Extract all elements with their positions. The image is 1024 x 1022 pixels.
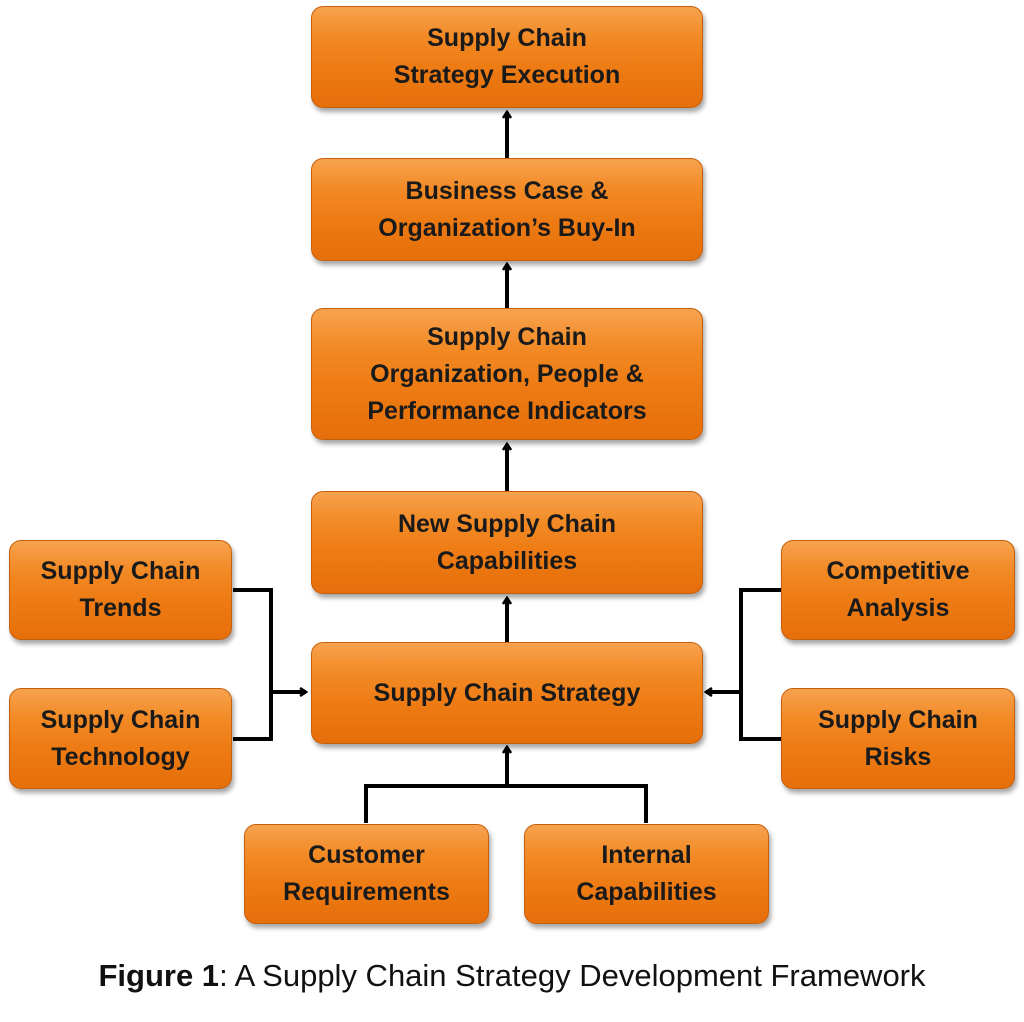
box-strategy-execution: Supply Chain Strategy Execution: [311, 6, 703, 108]
box-new-capabilities: New Supply Chain Capabilities: [311, 491, 703, 594]
figure-caption: Figure 1: A Supply Chain Strategy Develo…: [0, 958, 1024, 994]
connector-left-bracket: [233, 588, 273, 741]
box-customer-requirements: Customer Requirements: [244, 824, 489, 924]
box-supply-chain-technology-label: Supply Chain Technology: [40, 705, 201, 771]
box-supply-chain-risks: Supply Chain Risks: [781, 688, 1015, 789]
box-supply-chain-trends-label: Supply Chain Trends: [40, 557, 201, 622]
box-organization-people: Supply Chain Organization, People & Perf…: [311, 308, 703, 440]
box-organization-people-label: Supply Chain Organization, People & Perf…: [367, 322, 647, 425]
box-supply-chain-trends: Supply Chain Trends: [9, 540, 232, 640]
box-business-case: Business Case & Organization’s Buy-In: [311, 158, 703, 261]
box-internal-capabilities-label: Internal Capabilities: [576, 841, 717, 906]
box-customer-requirements-label: Customer Requirements: [283, 841, 450, 906]
connector-bottom-bracket: [364, 784, 648, 823]
box-supply-chain-risks-label: Supply Chain Risks: [818, 705, 978, 771]
box-internal-capabilities: Internal Capabilities: [524, 824, 769, 924]
box-strategy-execution-label: Supply Chain Strategy Execution: [393, 24, 621, 89]
connector-right-bracket: [739, 588, 781, 741]
figure-caption-text: : A Supply Chain Strategy Development Fr…: [219, 958, 926, 993]
box-business-case-label: Business Case & Organization’s Buy-In: [378, 176, 636, 242]
box-competitive-analysis: Competitive Analysis: [781, 540, 1015, 640]
box-competitive-analysis-label: Competitive Analysis: [826, 557, 970, 622]
box-supply-chain-technology: Supply Chain Technology: [9, 688, 232, 789]
box-supply-chain-strategy: Supply Chain Strategy: [311, 642, 703, 744]
box-new-capabilities-label: New Supply Chain Capabilities: [397, 509, 617, 575]
box-supply-chain-strategy-label: Supply Chain Strategy: [373, 678, 641, 707]
figure-caption-label: Figure 1: [98, 958, 220, 993]
